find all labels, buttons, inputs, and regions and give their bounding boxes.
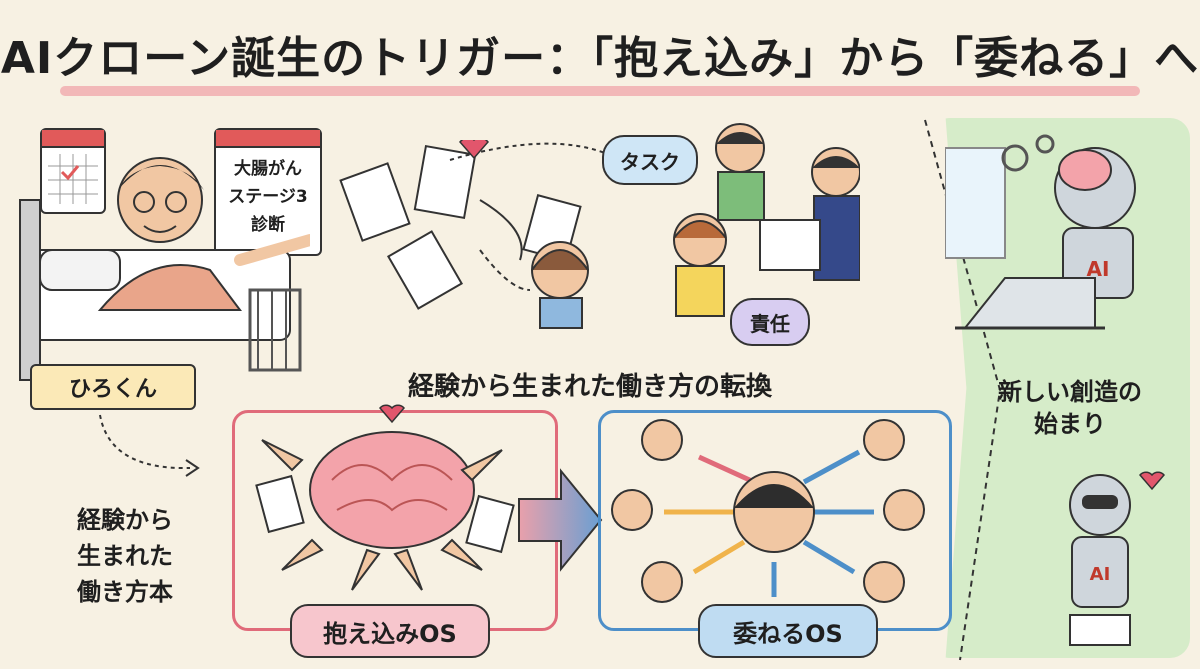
member-avatar — [883, 489, 925, 531]
responsibility-bubble: 責任 — [730, 298, 810, 346]
ai-chest-text: AI — [1087, 257, 1110, 281]
transition-heading: 経験から生まれた働き方の転換 — [407, 372, 772, 402]
diagnosis-line-3: 診断 — [251, 215, 285, 235]
dotted-arrow — [99, 414, 200, 477]
page-title: AIクローン誕生のトリガー：「抱え込み」から「委ねる」へ — [0, 33, 1200, 84]
member-avatar — [611, 489, 653, 531]
task-bubble: タスク — [602, 135, 698, 185]
diagnosis-line-2: ステージ3 — [228, 187, 308, 207]
ai-robot-laptop-illustration: AI — [945, 134, 1136, 330]
name-ribbon: ひろくん — [30, 364, 196, 410]
delegate-os-label: 委ねるOS — [698, 604, 878, 658]
laptop-icon — [962, 277, 1096, 329]
gear-icon — [1001, 144, 1029, 172]
delegation-network — [611, 419, 925, 603]
hospital-bed-illustration — [19, 157, 310, 381]
member-avatar — [863, 419, 905, 461]
diagnosis-line-1: 大腸がん — [234, 159, 302, 179]
brain-overload-illustration — [255, 404, 515, 591]
brain-icon — [309, 431, 475, 549]
brain-icon — [1058, 149, 1112, 191]
new-creation-line-2: 始まり — [1034, 410, 1106, 438]
title-underline — [60, 86, 1140, 96]
gear-icon — [1035, 134, 1055, 154]
calendar-icon — [40, 128, 106, 214]
member-avatar — [863, 561, 905, 603]
team-members-receiving — [531, 123, 860, 329]
book-label-line-3: 働き方本 — [77, 578, 173, 606]
book-label-line-1: 経験から — [77, 506, 173, 534]
ai-robot-standing-illustration: AI — [1069, 471, 1165, 646]
hold-os-label: 抱え込みOS — [290, 604, 490, 658]
member-avatar — [641, 561, 683, 603]
patient-face — [117, 157, 203, 243]
member-avatar — [641, 419, 683, 461]
book-label-line-2: 生まれた — [77, 542, 173, 570]
new-creation-line-1: 新しい創造の — [998, 378, 1142, 406]
flying-papers — [339, 140, 611, 310]
transition-arrow — [518, 468, 603, 572]
ai-chest-text: AI — [1090, 564, 1111, 585]
